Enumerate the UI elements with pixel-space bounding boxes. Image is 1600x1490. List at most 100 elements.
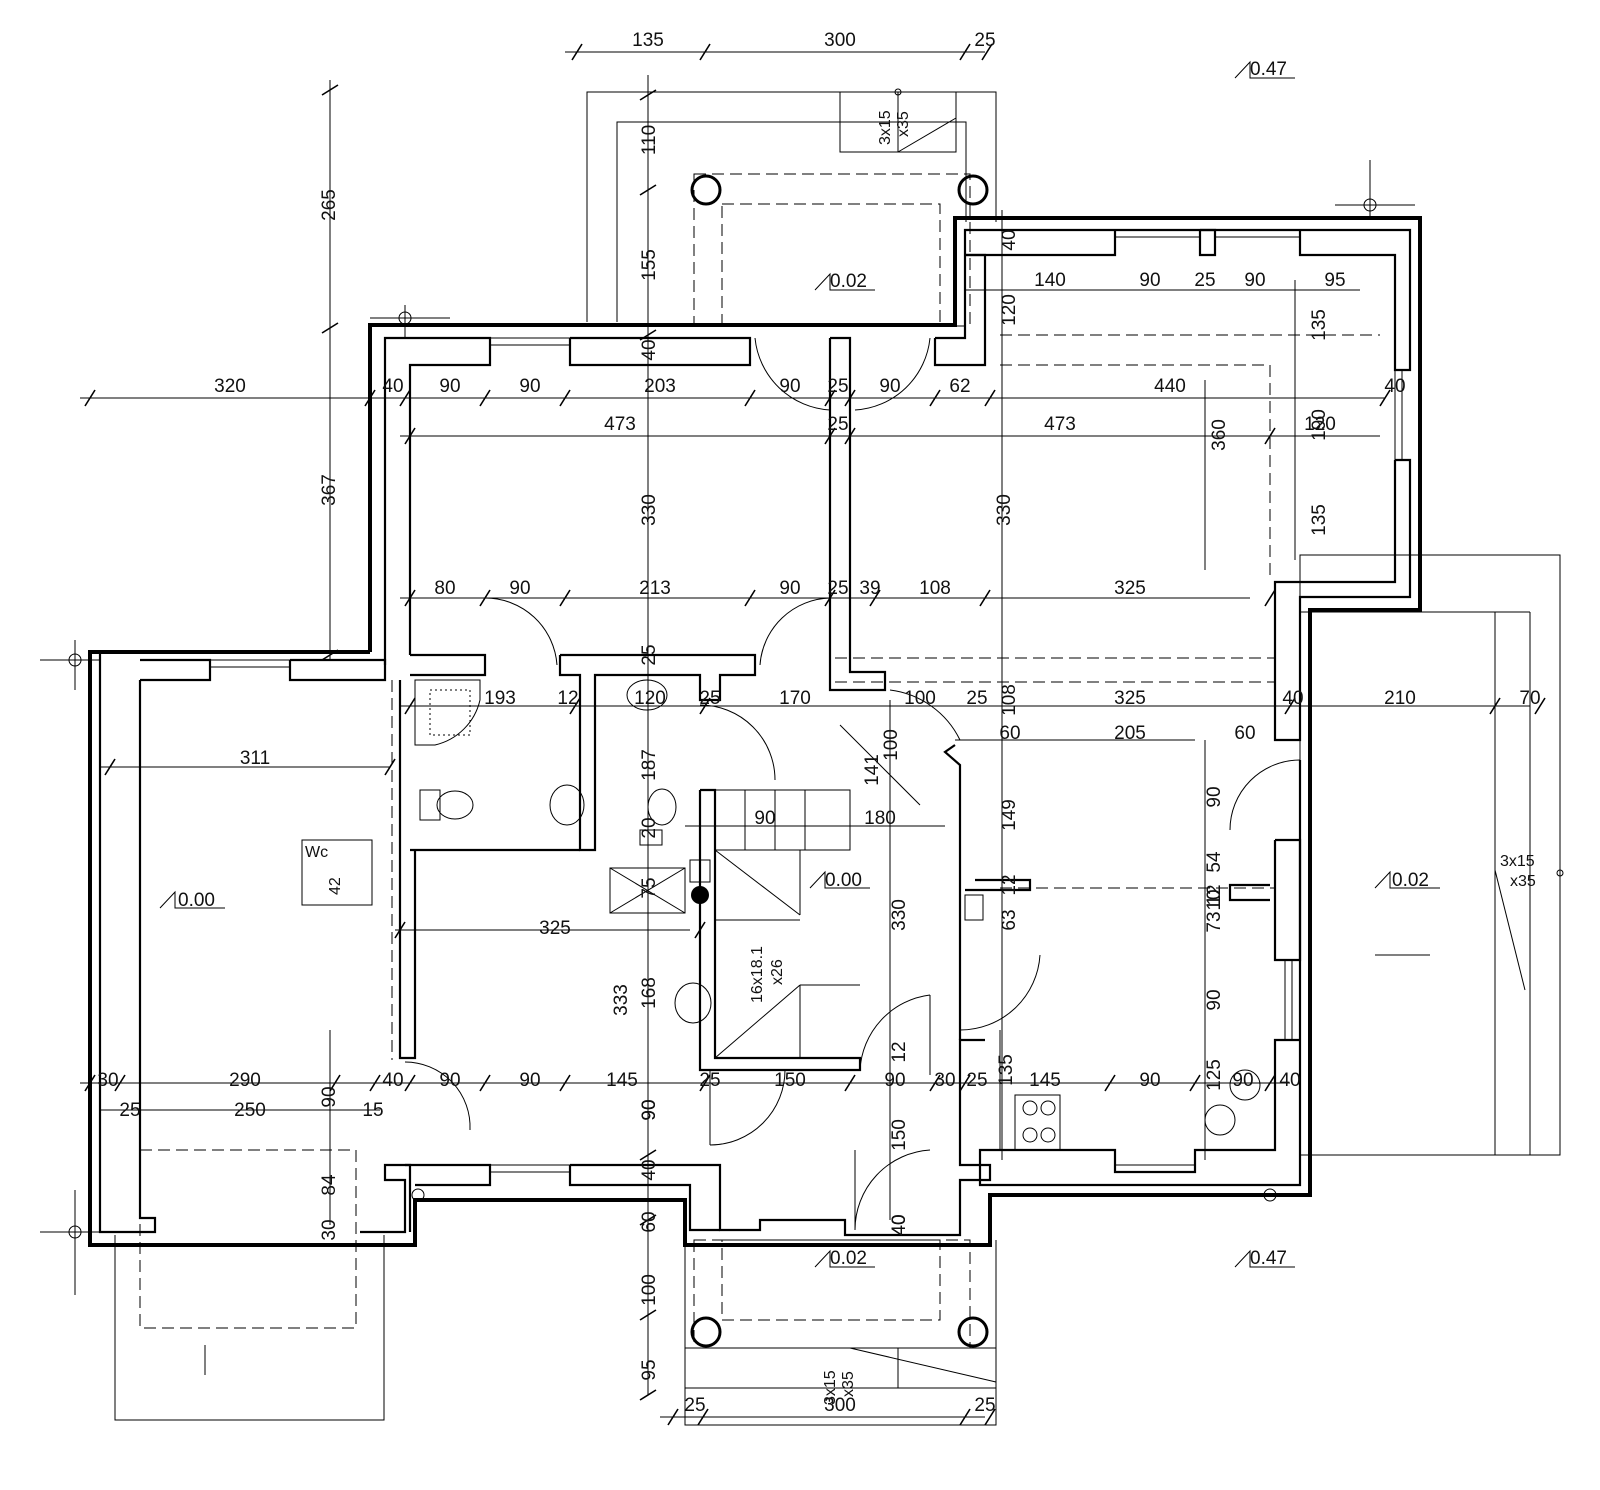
dim-bottom-vertical-2: 100 xyxy=(639,1274,660,1306)
terraces xyxy=(114,91,1561,1426)
dim-kitchen-7: 63 xyxy=(999,909,1020,930)
dim-kitchen-2: 60 xyxy=(1234,723,1255,744)
dim-kitchen-0: 60 xyxy=(999,723,1020,744)
level-bottom-right: 0.47 xyxy=(1250,1248,1287,1269)
dim-row-b-3: 120 xyxy=(1304,414,1336,435)
dim-row-d-6: 25 xyxy=(966,688,987,709)
interior-stair-label-2: x26 xyxy=(769,959,786,985)
level-interior-hall: 0.00 xyxy=(825,870,862,891)
dim-row-d-9: 40 xyxy=(1282,688,1303,709)
dim-garage-bottom-0: 84 xyxy=(319,1174,340,1196)
dim-right-column-3: 125 xyxy=(1204,1059,1225,1091)
dim-kitchen-6: 149 xyxy=(999,799,1020,831)
doors xyxy=(404,337,1301,1231)
dim-row-e-5: 12 xyxy=(889,1041,910,1062)
level-texts: 0.47 0.02 0.00 0.00 0.02 0.02 0.47 xyxy=(178,59,1429,1269)
dim-row-f-5: 90 xyxy=(519,1070,540,1091)
dim-right-column-2: 90 xyxy=(1204,989,1225,1010)
dim-top-terrace-vertical-1: 155 xyxy=(639,249,660,281)
dim-row-f-7: 25 xyxy=(699,1070,720,1091)
dim-row-f-6: 145 xyxy=(606,1070,638,1091)
dim-row-b-0: 473 xyxy=(604,414,636,435)
dim-row-d-7: 108 xyxy=(999,684,1020,716)
dim-row-d-2: 120 xyxy=(634,688,666,709)
dim-row-a-0: 320 xyxy=(214,376,246,397)
dim-row-f-8: 150 xyxy=(774,1070,806,1091)
level-garage: 0.00 xyxy=(178,890,215,911)
dim-row-e-0: 325 xyxy=(539,918,571,939)
interior-stair xyxy=(714,724,921,1059)
dim-row-f-13: 90 xyxy=(1139,1070,1160,1091)
dim-right-room-top-5: 90 xyxy=(1244,270,1265,291)
dim-row-c-2: 213 xyxy=(639,578,671,599)
dim-row-b-2: 473 xyxy=(1044,414,1076,435)
dim-top-terrace-vertical-0: 110 xyxy=(639,125,660,155)
dim-bottom-chain-1: 300 xyxy=(824,1395,856,1416)
dim-right-room-top-4: 25 xyxy=(1194,270,1215,291)
dim-bottom-vertical-3: 95 xyxy=(639,1359,660,1380)
dim-row-b-1: 25 xyxy=(827,414,848,435)
dim-row-d-11: 70 xyxy=(1519,688,1540,709)
dim-row-d-8: 325 xyxy=(1114,688,1146,709)
dim-right-column-5: 90 xyxy=(1232,1070,1253,1091)
sanitary-fixtures xyxy=(301,679,1261,1151)
dim-row-f-15: 40 xyxy=(1279,1070,1300,1091)
dim-row-a-10: 40 xyxy=(1384,376,1405,397)
dim-row-e-1: 333 xyxy=(611,984,632,1016)
dim-row-f-2: 90 xyxy=(319,1086,340,1107)
dim-bottom-vertical-1: 60 xyxy=(639,1211,660,1232)
dim-right-room-vertical-0: 360 xyxy=(1209,419,1230,451)
dim-row-a-2: 90 xyxy=(439,376,460,397)
level-bottom-terrace: 0.02 xyxy=(830,1248,867,1269)
dim-row-f-14: 90 xyxy=(639,1099,660,1120)
dim-row-e-4: 330 xyxy=(889,899,910,931)
dim-bath-vertical-2: 20 xyxy=(639,817,660,838)
dim-row-g-1: 250 xyxy=(234,1100,266,1121)
dim-right-room-vertical-2: 135 xyxy=(1309,504,1330,536)
dashed-beams xyxy=(391,334,1380,1060)
level-top-terrace: 0.02 xyxy=(830,271,867,292)
axis-markers xyxy=(40,88,1564,1295)
windows xyxy=(210,229,1403,1221)
dim-row-g-2: 15 xyxy=(362,1100,383,1121)
chimney-dim: 42 xyxy=(327,877,344,895)
dim-top-chain-0: 135 xyxy=(632,30,664,51)
dim-garage-width-0: 311 xyxy=(240,748,270,769)
dim-kitchen-8: 12 xyxy=(1204,884,1225,905)
dimension-ticks xyxy=(84,43,1546,1426)
stair-bottom-label-2: x35 xyxy=(840,1371,857,1397)
dim-center-vertical-1: 330 xyxy=(994,494,1015,526)
dim-row-g-3: 90 xyxy=(639,1099,660,1120)
stair-labels: 3x15 x35 3x15 x35 3x15 x35 16x18.1 x26 W… xyxy=(305,110,1536,1405)
dim-row-d-4: 170 xyxy=(779,688,811,709)
dim-row-a-5: 90 xyxy=(779,376,800,397)
dim-row-e-3: 75 xyxy=(639,877,660,898)
dim-right-column-0: 10 xyxy=(1204,889,1225,910)
level-top-right: 0.47 xyxy=(1250,59,1287,80)
dim-bottom-chain-2: 25 xyxy=(974,1395,995,1416)
chimney-label: Wc xyxy=(305,844,328,861)
dim-top-chain-2: 25 xyxy=(974,30,995,51)
dim-right-room-vertical-1: 190 xyxy=(1309,409,1330,441)
dim-row-f-4: 90 xyxy=(439,1070,460,1091)
dim-hall-labels-3: 180 xyxy=(864,808,896,829)
dim-row-g-5: 40 xyxy=(889,1214,910,1235)
dim-row-a-3: 90 xyxy=(519,376,540,397)
dim-bottom-vertical-0: 40 xyxy=(639,1159,660,1180)
dim-row-f-12: 145 xyxy=(1029,1070,1061,1091)
dim-right-room-top-7: 135 xyxy=(1309,309,1330,341)
dimension-lines xyxy=(80,51,1530,1418)
dim-row-a-8: 62 xyxy=(949,376,970,397)
dim-right-room-top-3: 90 xyxy=(1139,270,1160,291)
dim-kitchen-3: 90 xyxy=(1204,786,1225,807)
dim-left-vertical-0: 265 xyxy=(319,189,340,221)
interior-stair-label-1: 16x18.1 xyxy=(749,946,766,1003)
dim-right-column-1: 73 xyxy=(1204,911,1225,932)
dim-top-terrace-vertical-2: 40 xyxy=(639,339,660,360)
stair-top-label-2: x35 xyxy=(895,111,912,137)
dim-row-g-4: 150 xyxy=(889,1119,910,1151)
dim-row-d-3: 25 xyxy=(699,688,720,709)
dim-right-room-top-0: 40 xyxy=(999,229,1020,250)
dim-hall-labels-1: 141 xyxy=(862,754,883,786)
